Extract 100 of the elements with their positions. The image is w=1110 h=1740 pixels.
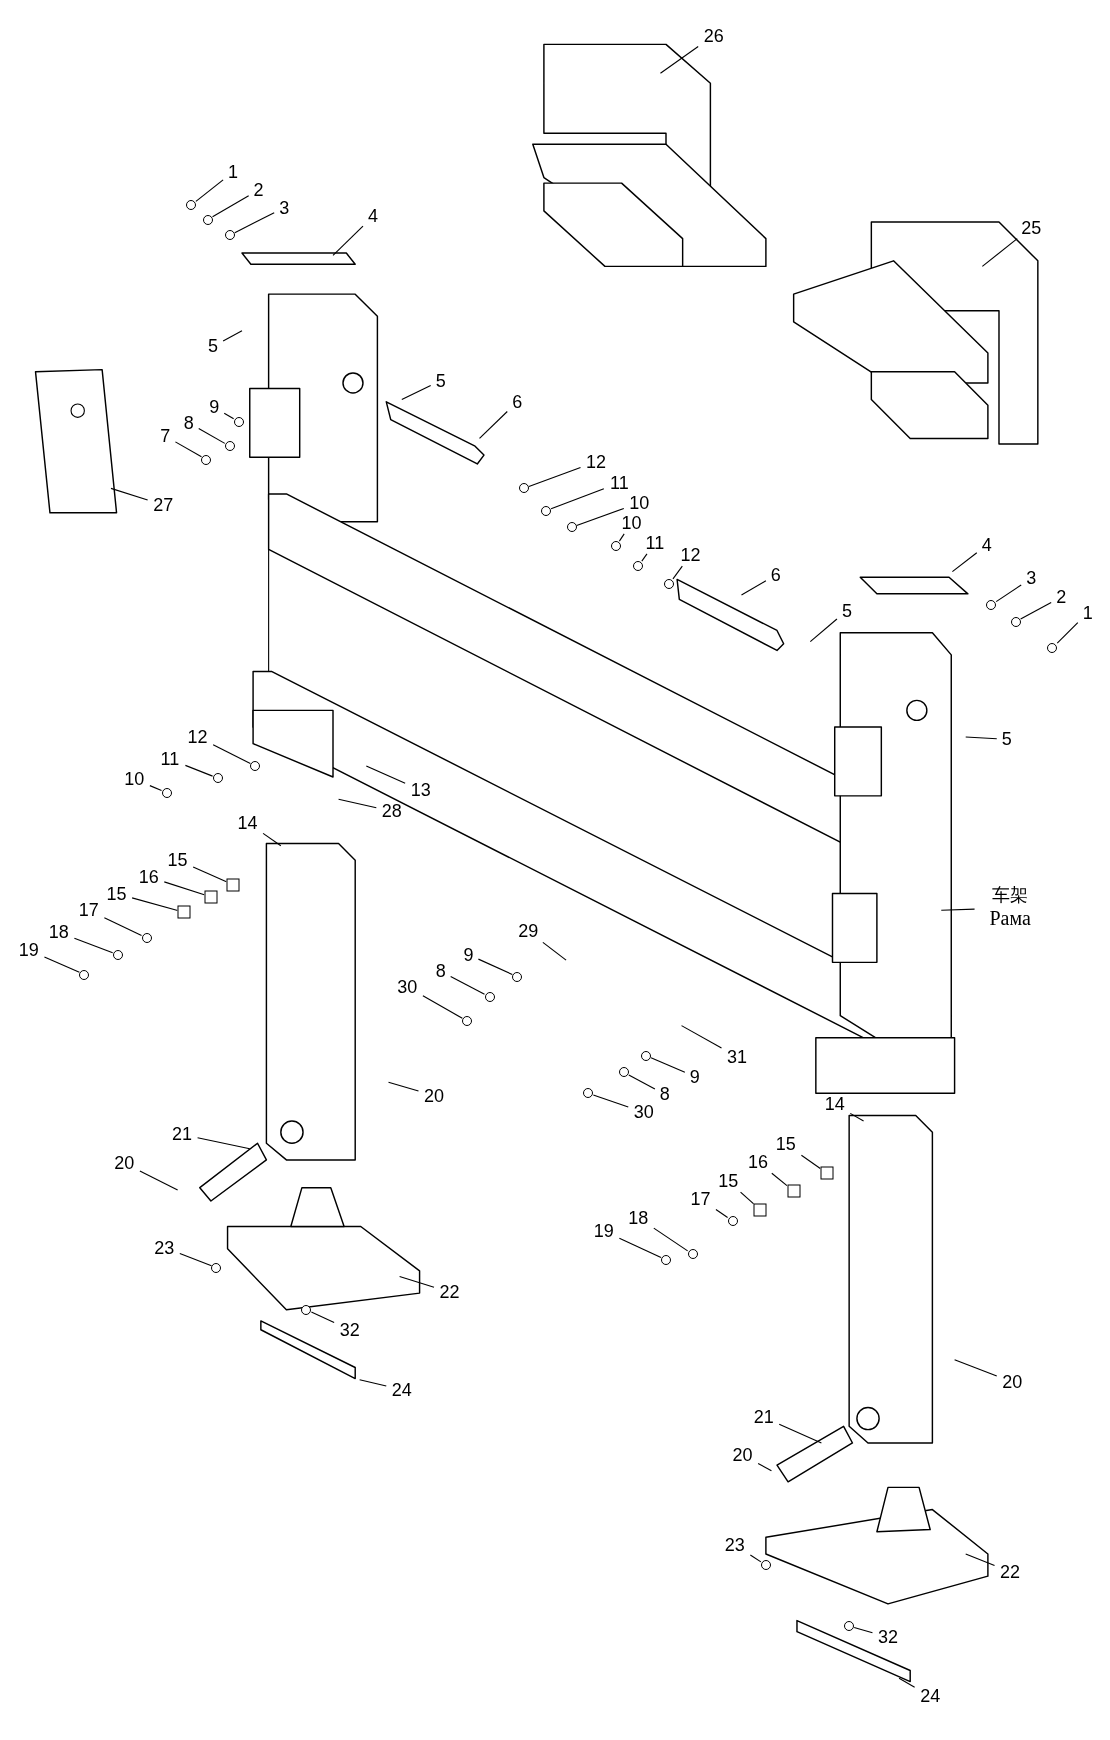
leader-line [212, 195, 250, 218]
callout-number: 4 [367, 207, 378, 226]
washer-part [161, 787, 172, 798]
callout-number: 32 [339, 1320, 360, 1339]
callout-number: 20 [114, 1154, 135, 1173]
leader-line [110, 487, 149, 501]
plate-part [177, 905, 191, 919]
callout-number: 5 [208, 337, 219, 356]
leader-line [800, 1154, 821, 1170]
callout-number: 5 [1001, 730, 1012, 749]
washer-part [518, 483, 529, 494]
leader-line [1056, 622, 1079, 644]
washer-part [986, 599, 997, 610]
callout-number: 8 [435, 962, 446, 981]
washer-part [233, 416, 244, 427]
washer-part [541, 505, 552, 516]
leader-line [478, 410, 508, 439]
callout-number: 1 [1082, 603, 1093, 622]
leader-line [965, 736, 998, 740]
leader-line [399, 1275, 435, 1288]
callout-number: 16 [748, 1153, 769, 1172]
leader-line [681, 1025, 723, 1049]
leader-line [223, 412, 235, 420]
callout-number: 5 [841, 601, 852, 620]
leader-line [715, 1208, 729, 1219]
callout-number: 24 [920, 1687, 941, 1706]
callout-number: 15 [106, 884, 127, 903]
leader-line [477, 958, 513, 976]
leader-line [672, 565, 683, 580]
callout-number: 11 [645, 533, 665, 552]
callout-number: 12 [586, 452, 607, 471]
leader-line [653, 1227, 689, 1252]
washer-part [250, 760, 261, 771]
washer-part [687, 1249, 698, 1260]
callout-number: 10 [621, 513, 642, 532]
callout-number: 18 [628, 1208, 649, 1227]
callout-number: 6 [770, 565, 781, 584]
leader-line [757, 1463, 772, 1472]
callout-number: 22 [439, 1283, 460, 1302]
callout-number: 19 [18, 941, 39, 960]
leader-line [940, 908, 976, 911]
callout-number: 13 [410, 781, 431, 800]
callout-number: 17 [690, 1189, 711, 1208]
washer-part [112, 949, 123, 960]
leader-line [740, 580, 767, 596]
leader-line [197, 1137, 251, 1150]
plate-part [820, 1166, 834, 1180]
leader-line [131, 897, 179, 912]
leader-line [981, 238, 1018, 267]
washer-part [224, 441, 235, 452]
washer-part [202, 214, 213, 225]
leader-line [139, 1170, 179, 1191]
leader-line [618, 533, 625, 542]
callout-number: 2 [1056, 588, 1067, 607]
washer-part [618, 1067, 629, 1078]
washer-part [1010, 616, 1021, 627]
leader-line [954, 1359, 998, 1377]
leader-line [550, 488, 605, 510]
washer-part [79, 969, 90, 980]
callout-number: 23 [724, 1536, 745, 1555]
leader-line [542, 941, 567, 961]
leader-line [778, 1423, 822, 1444]
callout-number: 29 [518, 922, 539, 941]
leader-line [576, 507, 625, 526]
leader-line [365, 765, 406, 784]
callout-number: 5 [435, 371, 446, 390]
callout-number: 18 [48, 923, 69, 942]
callout-number: 1 [228, 163, 239, 182]
leader-line [809, 618, 838, 643]
leader-line [359, 1379, 387, 1387]
callout-number: 21 [753, 1408, 774, 1427]
washer-part [141, 932, 152, 943]
washer-part [212, 773, 223, 784]
leader-line [422, 995, 463, 1019]
leader-line [149, 785, 163, 791]
callout-number: 21 [172, 1125, 193, 1144]
callout-number: 19 [593, 1222, 614, 1240]
leader-line [222, 330, 243, 342]
part-label: 车架 [992, 884, 1029, 907]
callout-number: 4 [981, 536, 992, 554]
callout-number: 26 [703, 26, 724, 45]
part-label: Рама [989, 906, 1031, 932]
callout-number: 20 [1002, 1372, 1023, 1391]
washer-part [583, 1088, 594, 1099]
callout-number: 15 [718, 1172, 739, 1191]
callout-number: 17 [78, 901, 99, 920]
callout-number: 7 [160, 427, 171, 446]
washer-part [633, 561, 644, 572]
callout-number: 10 [629, 493, 650, 512]
callout-number: 14 [237, 813, 258, 832]
washer-part [301, 1304, 312, 1315]
washer-part [1047, 643, 1058, 654]
leader-line [401, 385, 432, 401]
callout-number: 24 [391, 1380, 412, 1399]
callout-number: 32 [878, 1628, 898, 1647]
leader-line [43, 956, 80, 973]
leader-line [951, 552, 978, 573]
plate-part [226, 878, 240, 892]
callout-number: 9 [209, 398, 220, 417]
callout-number: 9 [463, 945, 474, 964]
